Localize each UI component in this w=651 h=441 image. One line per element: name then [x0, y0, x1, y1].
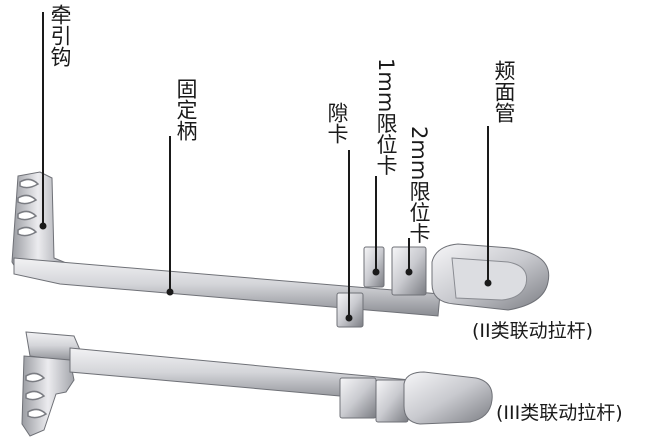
fixed-handle-part [13, 257, 441, 317]
label-traction-hook: 牵引钩 [48, 4, 72, 67]
caption-type-ii: (II类联动拉杆) [472, 320, 594, 342]
leader-lines [42, 12, 489, 318]
label-zygomatic-tube: 颊面管 [492, 60, 516, 123]
type-ii-rod [11, 171, 550, 328]
caption-type-iii: (III类联动拉杆) [496, 402, 623, 424]
stop-1mm-part [363, 246, 385, 288]
label-stop-2mm: 2mm限位卡 [407, 126, 431, 244]
label-stop-1mm: 1mm限位卡 [374, 58, 398, 176]
traction-hook-part [11, 171, 65, 273]
label-gap-card: 隙卡 [325, 102, 349, 144]
label-fixed-handle: 固定柄 [174, 78, 198, 141]
type-iii-rod [21, 331, 493, 437]
